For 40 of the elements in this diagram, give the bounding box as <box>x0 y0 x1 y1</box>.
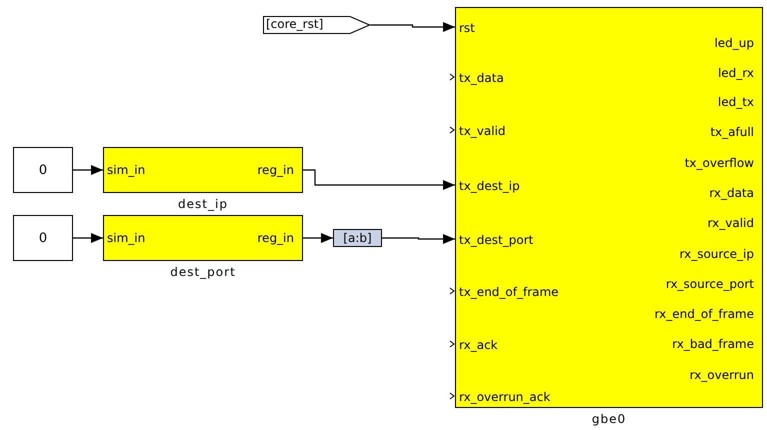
port-label: tx_afull <box>710 125 754 139</box>
signal-line <box>73 165 103 175</box>
port-label: rx_overrun <box>690 368 754 382</box>
port-label: reg_in <box>257 163 294 177</box>
signal-line <box>73 233 103 243</box>
port-label: tx_valid <box>459 124 506 138</box>
slice-block: [a:b] <box>333 229 382 247</box>
constant-block: 0 <box>13 147 73 193</box>
signal-line <box>303 169 455 190</box>
port-label: rx_overrun_ack <box>459 390 550 404</box>
port-label: led_tx <box>718 95 754 109</box>
port-label: rx_data <box>709 186 754 200</box>
port-label: rx_bad_frame <box>672 337 754 351</box>
port-label: rx_source_ip <box>679 247 754 261</box>
signal-line <box>382 234 455 244</box>
port-label: tx_dest_port <box>459 233 534 247</box>
port-label: tx_dest_ip <box>459 179 520 193</box>
port-label: rx_valid <box>708 216 754 230</box>
port-label: reg_in <box>257 231 294 245</box>
port-label: tx_overflow <box>684 156 754 170</box>
constant-block: 0 <box>13 215 73 261</box>
port-label: rx_source_port <box>666 277 754 291</box>
port-label: sim_in <box>107 231 146 245</box>
port-label: led_up <box>714 36 754 50</box>
block-name: dest_port <box>169 265 237 279</box>
from-tag: [core_rst] <box>263 16 370 34</box>
subsystem-block <box>103 215 303 261</box>
port-label: rst <box>459 21 475 35</box>
port-label: rx_ack <box>459 338 498 352</box>
port-label: sim_in <box>107 163 146 177</box>
signal-line <box>370 22 455 32</box>
block-name: gbe0 <box>590 412 628 426</box>
port-label: rx_end_of_frame <box>654 307 754 321</box>
port-label: tx_data <box>459 71 504 85</box>
subsystem-block <box>455 7 763 408</box>
port-label: led_rx <box>718 66 754 80</box>
block-name: dest_ip <box>177 197 229 211</box>
signal-line <box>303 233 333 243</box>
subsystem-block <box>103 147 303 193</box>
port-label: tx_end_of_frame <box>459 285 559 299</box>
